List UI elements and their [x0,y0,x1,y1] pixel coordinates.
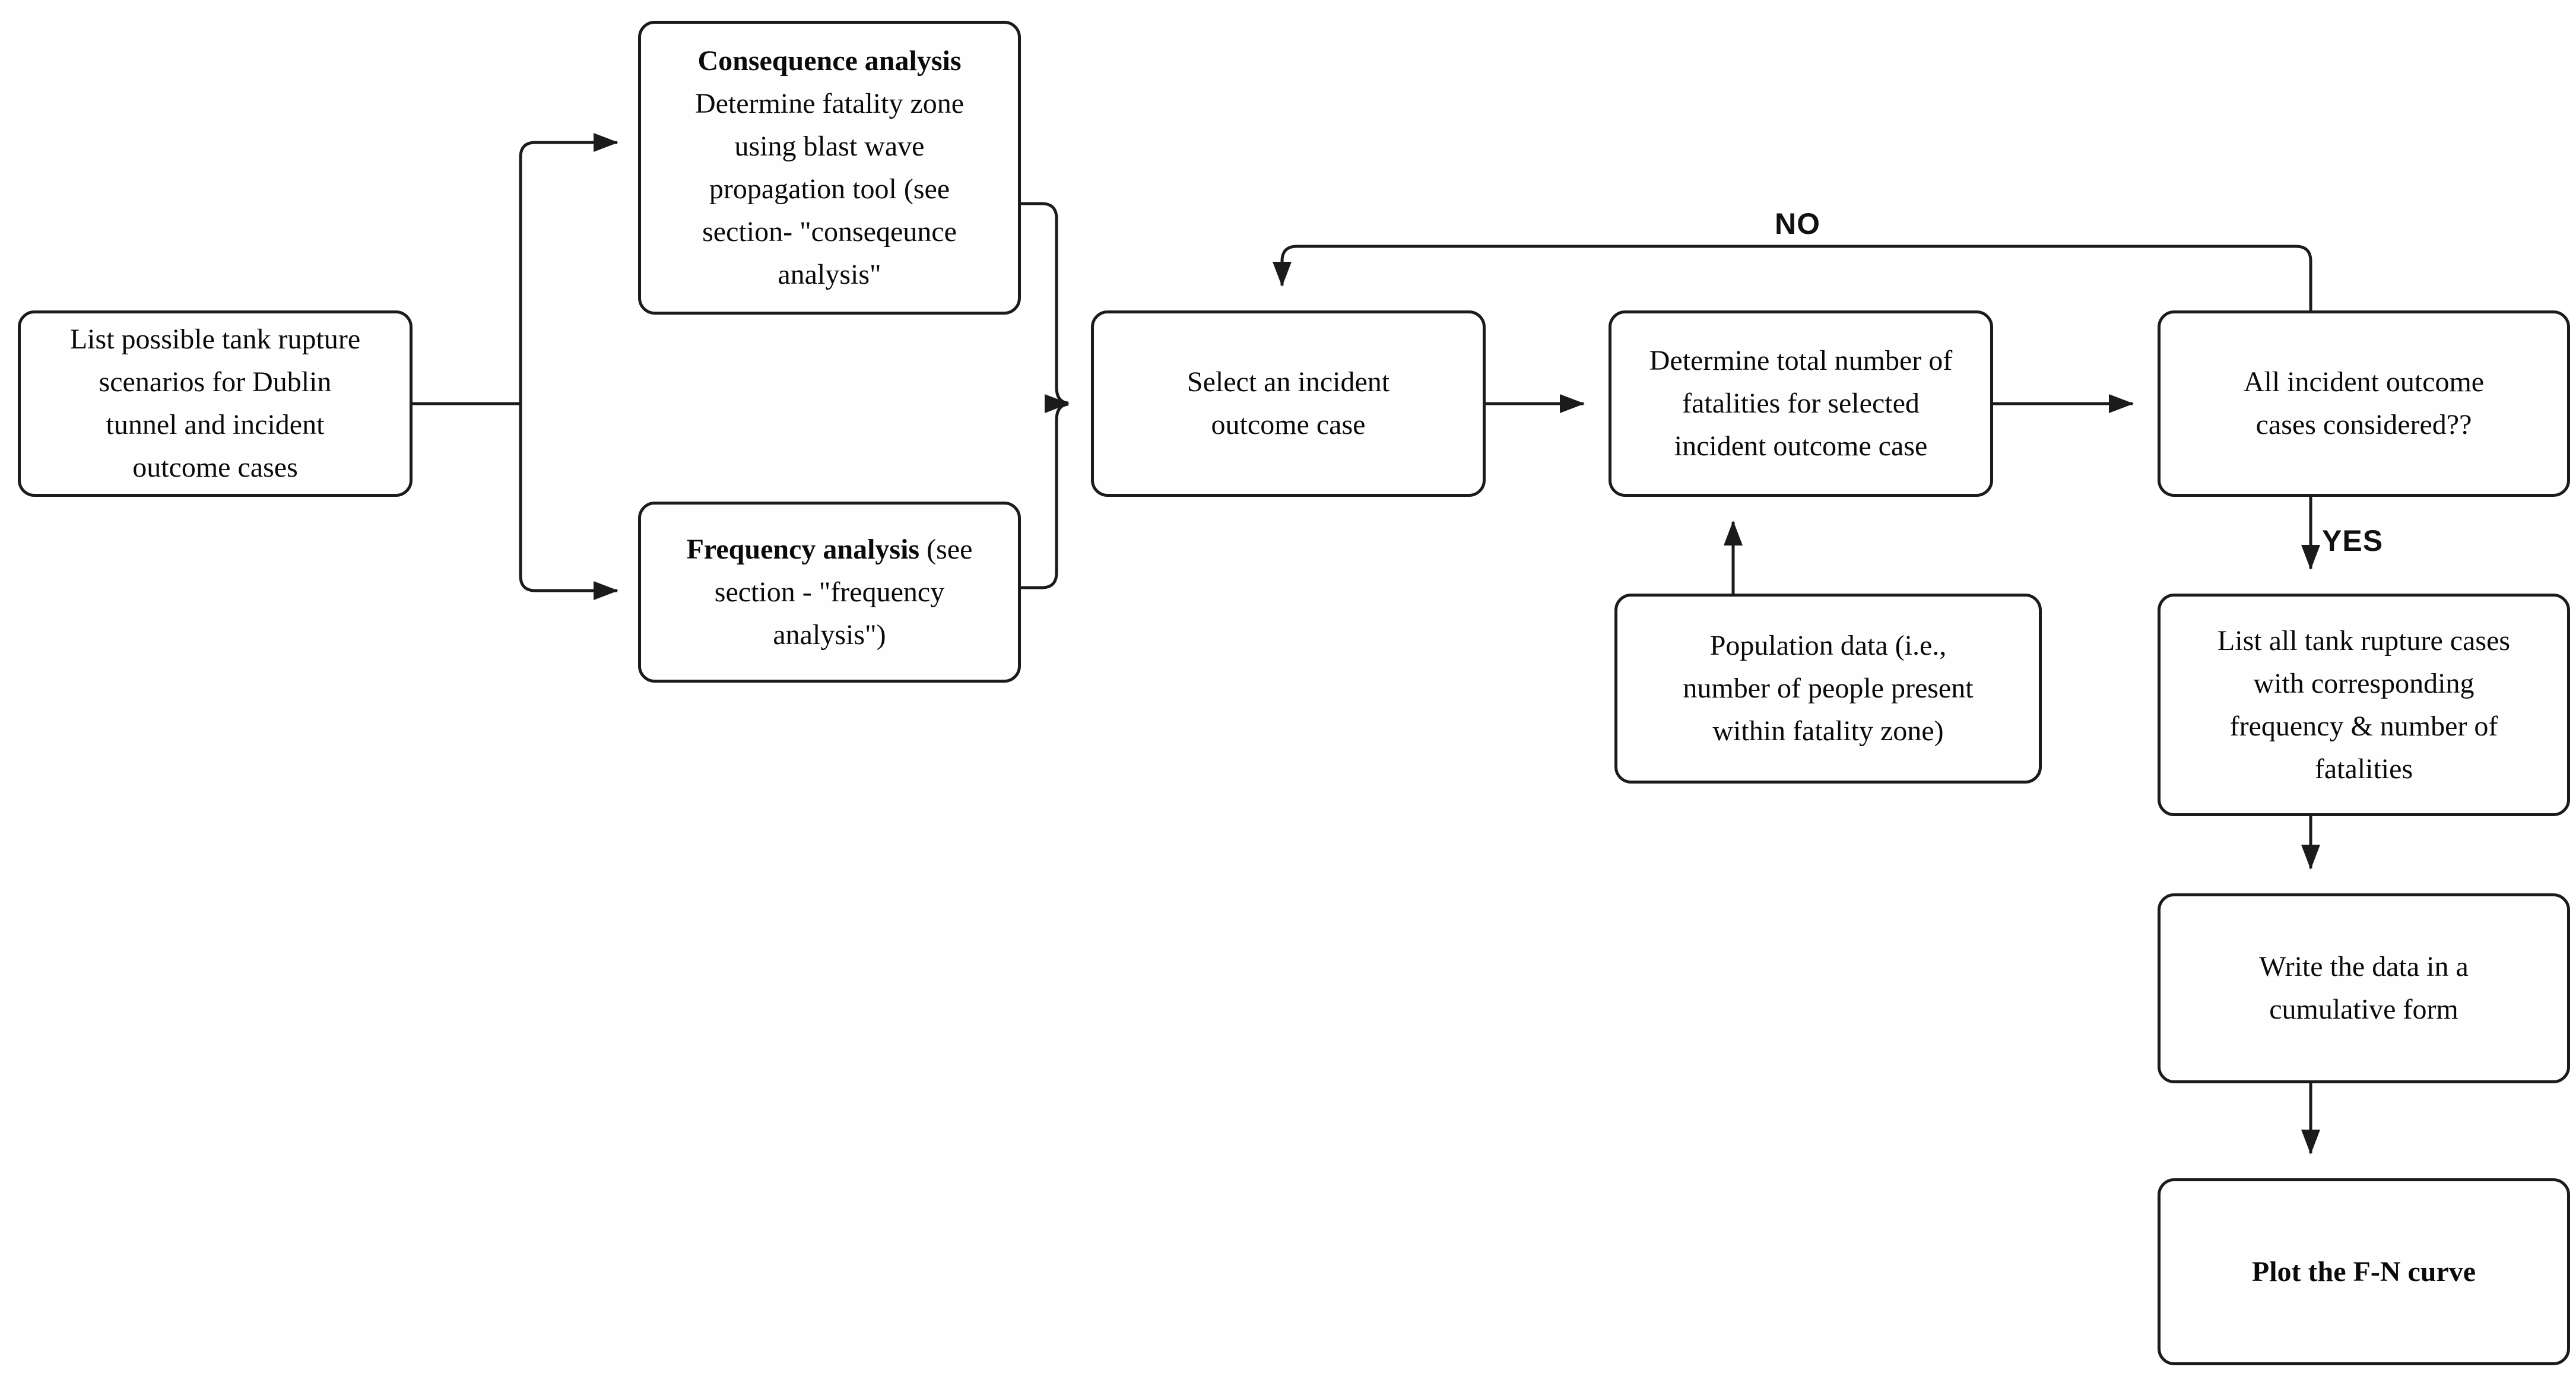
node-list-scenarios: List possible tank rupture scenarios for… [18,310,413,497]
node-frequency-analysis-text: Frequency analysis (see section - "frequ… [678,525,981,660]
connector-no-loop-arrow [1273,245,2312,310]
node-consequence-analysis-text: Consequence analysis Determine fatality … [687,36,972,300]
node-population-data-text: Population data (i.e., number of people … [1683,630,1974,747]
node-frequency-analysis-body: (see section - "frequency analysis") [714,533,973,651]
no-branch-label: NO [1775,207,1820,240]
node-write-cumulative: Write the data in a cumulative form [2158,893,2570,1083]
node-list-scenarios-text: List possible tank rupture scenarios for… [69,324,361,483]
node-select-incident-case-text: Select an incident outcome case [1187,366,1390,440]
node-consequence-analysis-title: Consequence analysis [697,45,962,77]
node-write-cumulative-text: Write the data in a cumulative form [2259,951,2469,1025]
node-all-cases-considered-text: All incident outcome cases considered?? [2243,366,2485,440]
connector-fork-consequence-arrow [519,133,618,404]
node-determine-fatalities-text: Determine total number of fatalities for… [1649,345,1953,462]
node-frequency-analysis-title: Frequency analysis [686,533,920,565]
connector-consequence-merge [1021,202,1069,405]
node-frequency-analysis: Frequency analysis (see section - "frequ… [638,502,1021,683]
node-plot-fn-curve-text: Plot the F-N curve [2251,1255,2476,1287]
yes-branch-label: YES [2322,524,2384,557]
node-select-incident-case: Select an incident outcome case [1091,310,1486,497]
node-all-cases-considered: All incident outcome cases considered?? [2158,310,2570,497]
node-consequence-analysis: Consequence analysis Determine fatality … [638,21,1021,315]
node-list-all-cases-text: List all tank rupture cases with corresp… [2217,624,2511,785]
node-population-data: Population data (i.e., number of people … [1614,594,2042,784]
node-list-all-cases: List all tank rupture cases with corresp… [2158,594,2570,816]
connector-fork-frequency-arrow [519,404,618,600]
connector-frequency-merge [1021,402,1069,589]
node-determine-fatalities: Determine total number of fatalities for… [1609,310,1993,497]
node-plot-fn-curve: Plot the F-N curve [2158,1178,2570,1365]
node-consequence-analysis-body: Determine fatality zone using blast wave… [694,87,965,290]
